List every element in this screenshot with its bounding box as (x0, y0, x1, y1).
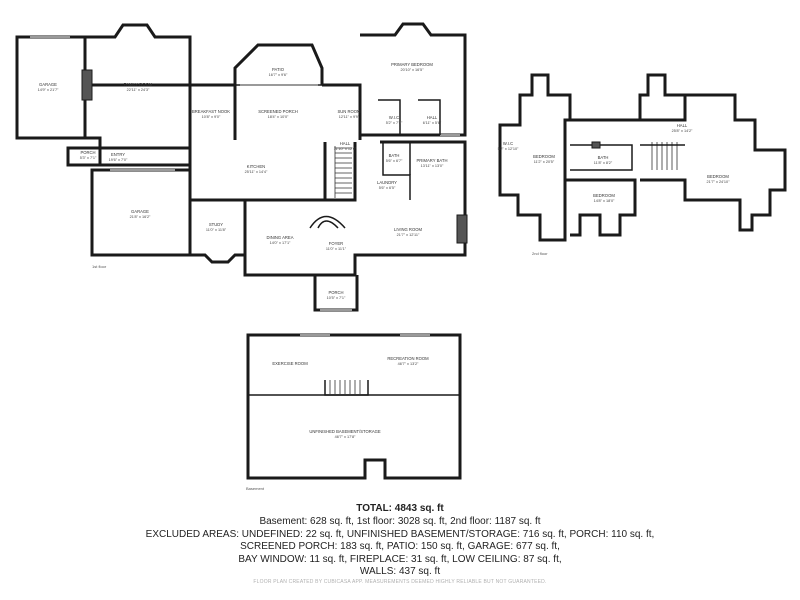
excluded-areas-line: EXCLUDED AREAS: UNDEFINED: 22 sq. ft, UN… (145, 528, 655, 540)
room-dimensions: 21'8" x 16'2" (130, 215, 151, 219)
room-name: HALL (677, 123, 688, 128)
fireplace-icon (456, 214, 468, 244)
room-name: W.I.C (503, 141, 513, 146)
room-name: PORCH (328, 290, 343, 295)
room-dimensions: 20'10" x 16'5" (401, 68, 425, 72)
basement-plan (246, 333, 462, 480)
room-dimensions: 11'10" x 12'0" (334, 147, 357, 151)
room-dimensions: 18'4" x 10'0" (268, 115, 289, 119)
floor-area-breakdown: Basement: 628 sq. ft, 1st floor: 3028 sq… (259, 516, 541, 527)
room-dimensions: 46'7" x 17'8" (335, 435, 356, 439)
shaft-icon (591, 141, 601, 149)
room-name: SCREENED PORCH (258, 109, 298, 114)
room-dimensions: 14'9" x 21'7" (38, 88, 59, 92)
room-dimensions: 5'3" x 7'1" (80, 156, 97, 160)
excluded-areas-line: BAY WINDOW: 11 sq. ft, FIREPLACE: 31 sq.… (238, 553, 562, 565)
room-dimensions: 10'5" x 7'1" (327, 296, 346, 300)
room-name: BEDROOM (533, 154, 555, 159)
room-dimensions: 22'11" x 24'3" (127, 88, 150, 92)
room-dimensions: 14'0" x 17'1" (270, 241, 291, 245)
disclaimer-footer: FLOOR PLAN CREATED BY CUBICASA APP. MEAS… (253, 579, 547, 585)
room-dimensions: 11'0" x 11'1" (326, 247, 347, 251)
room-name: ENTRY (111, 152, 125, 157)
room-dimensions: 5'6" x 6'7" (386, 159, 403, 163)
room-name: BEDROOM (593, 193, 615, 198)
room-dimensions: 10'8" x 9'0" (202, 115, 221, 119)
room-name: BEDROOM (707, 174, 729, 179)
room-dimensions: 16'7" x 9'6" (269, 73, 288, 77)
room-name: FOYER (329, 241, 343, 246)
room-dimensions: 21'7" x 24'10" (707, 180, 731, 184)
room-name: LAUNDRY (377, 180, 397, 185)
room-name: UNFINISHED BASEMENT/STORAGE (309, 429, 381, 434)
room-dimensions: 13'11" x 13'0" (421, 164, 444, 168)
room-dimensions: 11'0" x 11'8" (206, 228, 227, 232)
room-name: HALL (340, 141, 351, 146)
room-dimensions: 25'11" x 14'4" (245, 170, 268, 174)
room-name: EXERCISE ROOM (272, 361, 308, 366)
room-name: RECREATION ROOM (387, 356, 429, 361)
room-dimensions: 14'8" x 18'0" (594, 199, 615, 203)
floor-label: 1st floor (92, 264, 107, 269)
room-name: HALL (427, 115, 438, 120)
stairs-icon (651, 142, 678, 170)
room-name: KITCHEN (247, 164, 265, 169)
floor-label: 2nd floor (532, 251, 548, 256)
room-name: GARAGE (39, 82, 57, 87)
room-name: GARAGE (131, 209, 149, 214)
room-name: LIVING ROOM (394, 227, 422, 232)
room-dimensions: 46'7" x 13'2" (398, 362, 419, 366)
walls-area-line: WALLS: 437 sq. ft (359, 566, 441, 578)
room-name: DINING AREA (267, 235, 294, 240)
room-name: BREAKFAST NOOK (192, 109, 230, 114)
room-name: SUN ROOM (337, 109, 361, 114)
room-dimensions: 5'2" x 12'10" (498, 147, 519, 151)
second-floor-plan (498, 73, 787, 242)
fireplace-icon (81, 69, 93, 101)
room-name: PRIMARY BATH (417, 158, 448, 163)
room-dimensions: 21'7" x 12'11" (397, 233, 420, 237)
room-dimensions: 25'8" x 14'2" (672, 129, 693, 133)
room-name: W.I.C (389, 115, 399, 120)
room-dimensions: 5'2" x 7'4" (386, 121, 403, 125)
room-name: STUDY (209, 222, 223, 227)
total-area: TOTAL: 4843 sq. ft (356, 503, 444, 514)
floor-label: Basement (246, 486, 265, 491)
stairs-icon (334, 146, 352, 198)
room-dimensions: 5'6" x 6'5" (379, 186, 396, 190)
first-floor-plan (15, 22, 468, 312)
room-name: PATIO (272, 67, 285, 72)
room-dimensions: 19'6" x 7'0" (109, 158, 128, 162)
room-name: BATH (389, 153, 400, 158)
room-name: PORCH (80, 150, 95, 155)
excluded-areas-line: SCREENED PORCH: 183 sq. ft, PATIO: 150 s… (240, 541, 560, 553)
stairs-icon (329, 380, 361, 394)
room-name: PRIMARY BEDROOM (391, 62, 433, 67)
room-dimensions: 12'11" x 9'9" (339, 115, 360, 119)
room-dimensions: 11'2" x 20'5" (534, 160, 555, 164)
room-name: FAMILY ROOM (124, 82, 153, 87)
room-name: BATH (598, 155, 609, 160)
room-dimensions: 11'8" x 8'2" (594, 161, 613, 165)
room-dimensions: 6'11" x 5'6" (423, 121, 442, 125)
